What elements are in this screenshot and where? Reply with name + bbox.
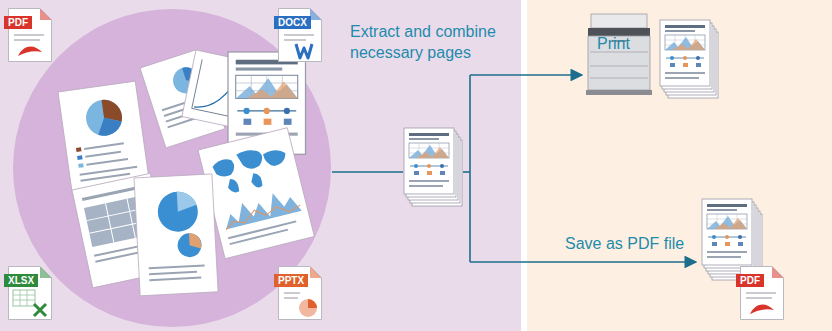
document-map-part <box>236 147 264 171</box>
file-type-label: PPTX <box>274 274 308 287</box>
output-label: Save as PDF file <box>565 234 684 255</box>
step-heading: Extract and combine necessary pages <box>350 22 518 64</box>
document-map-part <box>263 148 288 168</box>
document-pies-part <box>177 233 202 258</box>
left-panel-ground <box>0 0 521 331</box>
file-type-label: XLSX <box>4 274 38 287</box>
document-pies-part <box>149 271 197 276</box>
right-panel-ground <box>527 0 832 331</box>
flow-lines <box>332 75 696 262</box>
file-type-label: DOCX <box>274 16 311 29</box>
document-pie-part <box>78 163 84 168</box>
pdf-stack-part <box>702 199 752 265</box>
combined-stack <box>404 128 462 206</box>
document-pies-part <box>157 191 199 233</box>
document-pie-part <box>76 147 82 152</box>
document-map-part <box>211 157 236 179</box>
file-icon: PDF <box>740 266 784 320</box>
flow-lines-part <box>463 171 470 173</box>
document-pies-part <box>177 191 197 212</box>
printer-part <box>588 28 650 36</box>
document-pies-part <box>149 277 201 282</box>
source-circle <box>13 9 331 327</box>
document-pies-part <box>149 264 205 269</box>
printer-part <box>586 90 652 95</box>
document-pie-part <box>84 98 125 139</box>
document-pie-part <box>84 142 124 150</box>
document-pie-part <box>86 158 128 166</box>
document-pie-part <box>85 151 121 158</box>
file-icon: PPTX <box>278 266 322 320</box>
printer-part <box>591 14 647 28</box>
file-type-label: PDF <box>736 274 764 287</box>
flow-lines-part <box>470 74 582 76</box>
document-map-part <box>249 172 263 189</box>
combined-stack-part <box>404 128 454 194</box>
document-map-part <box>223 199 302 230</box>
printer <box>586 14 652 95</box>
document-pies-part <box>134 174 218 296</box>
printed-stack <box>660 20 718 98</box>
document-pie-part <box>77 155 83 160</box>
source-panel: Extract and combine necessary pages PDF DO… <box>0 0 521 331</box>
output-label: Print <box>597 34 630 55</box>
flow-lines-part <box>332 171 403 173</box>
file-icon: XLSX <box>8 266 52 320</box>
flow-lines-part <box>470 261 696 263</box>
printed-stack-part <box>660 20 710 86</box>
document-map-part <box>229 229 288 245</box>
output-panel: PrintSave as PDF filePDF <box>527 0 832 331</box>
file-icon: DOCX <box>278 8 322 62</box>
file-type-label: PDF <box>4 16 32 29</box>
printer-part <box>590 52 648 78</box>
flow-lines-part <box>469 75 471 262</box>
document-pies-part <box>189 233 202 250</box>
document-pie-part <box>96 115 123 136</box>
document-pies <box>134 174 218 296</box>
file-icon: PDF <box>8 8 52 62</box>
document-map-part <box>226 178 240 194</box>
